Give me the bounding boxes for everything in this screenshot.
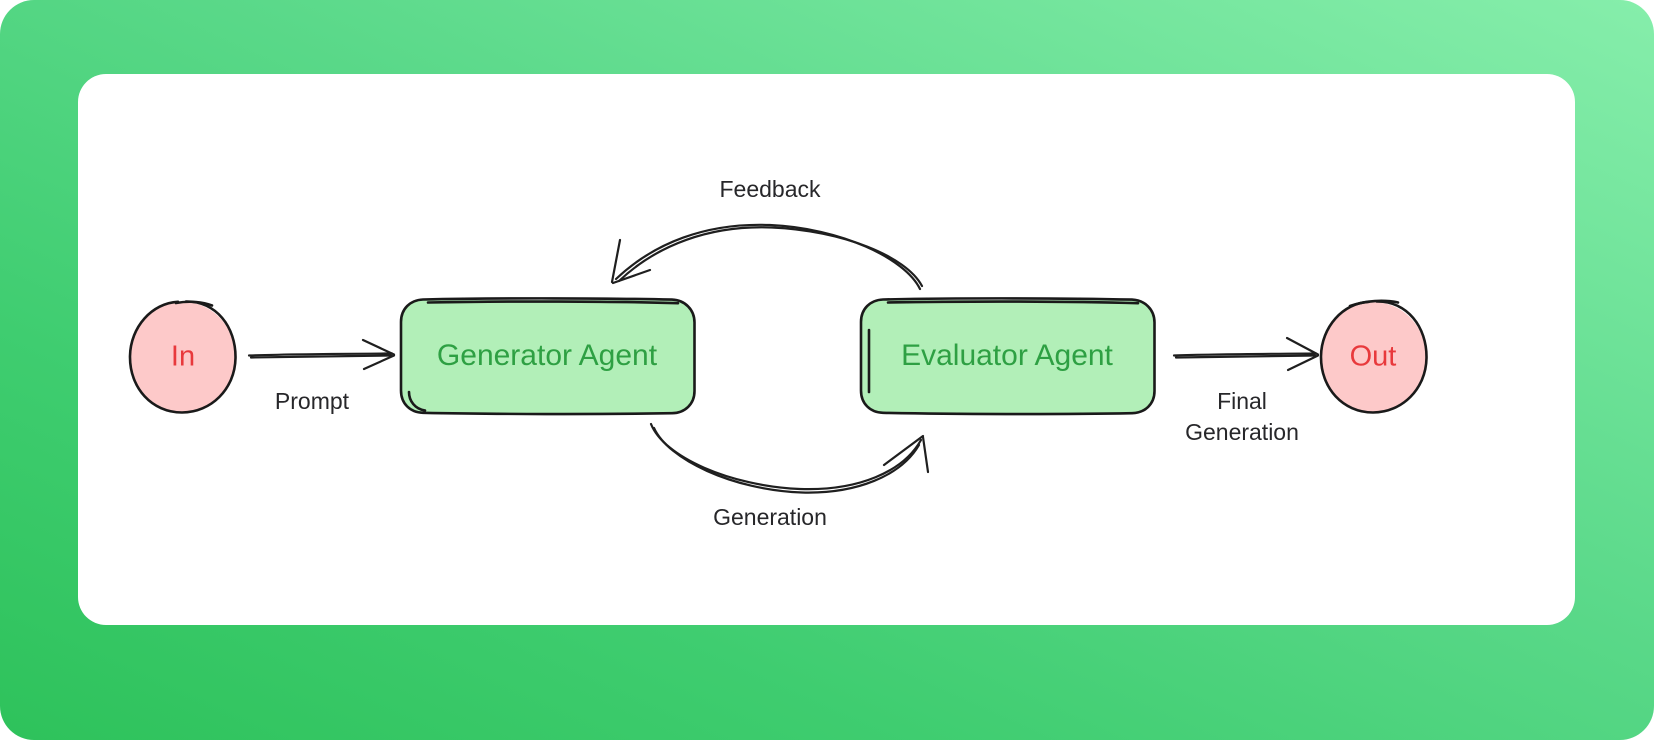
diagram-card: [78, 74, 1575, 625]
